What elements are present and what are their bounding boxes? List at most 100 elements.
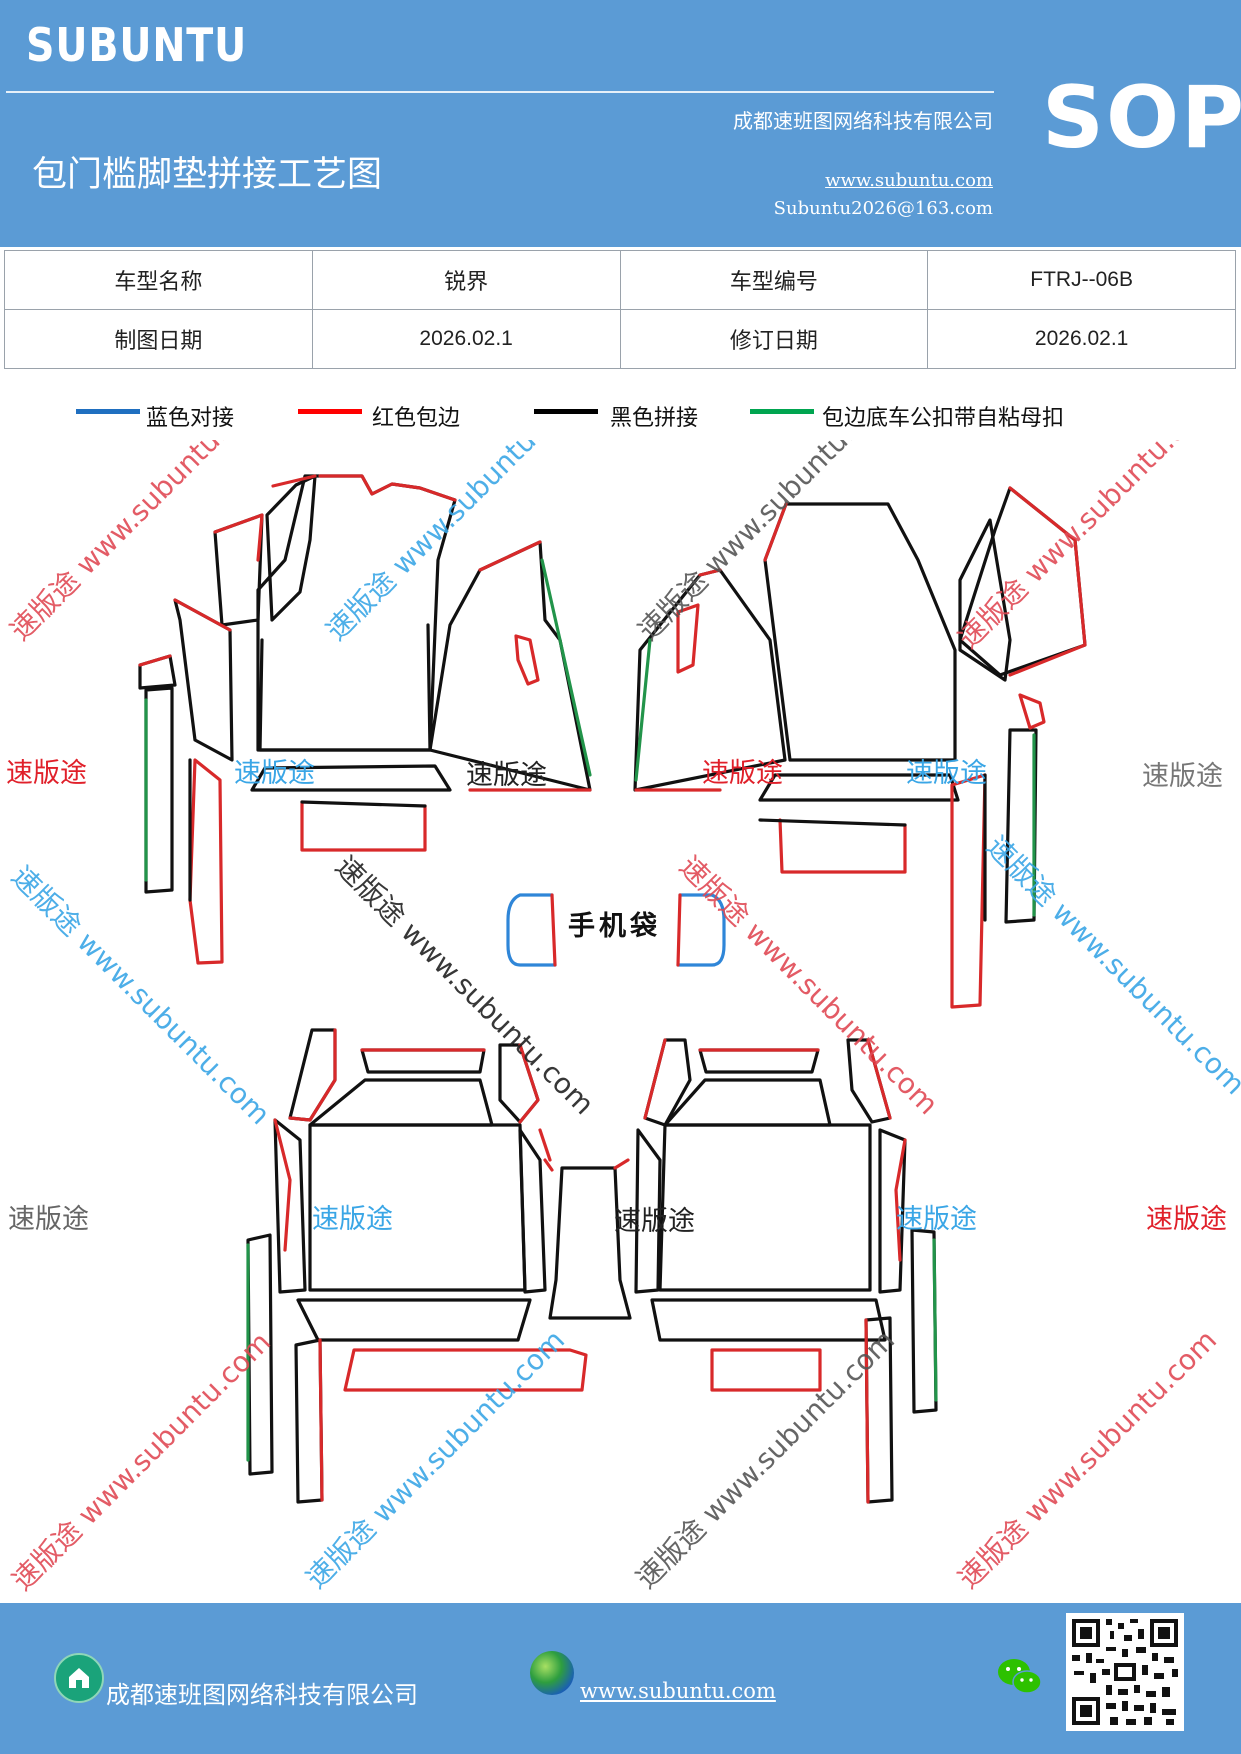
legend-swatch-blue [76,409,140,414]
front-right-left-red [698,568,722,577]
rear-right-top-bar [698,1048,820,1074]
watermark-brand: 速版途 [702,758,783,789]
front-right-heel-pad [778,818,907,874]
watermark-diagonal: 速版途 www.subuntu.com [952,440,1224,655]
front-left-sill-1-red [138,654,172,667]
rear-left-sill-tail-red [318,1338,324,1502]
brand-logo: SUBUNTU [26,18,248,72]
rear-left-right-strip-red [538,1128,552,1162]
page-title: 包门槛脚垫拼接工艺图 [32,155,383,195]
rear-left-mat-group [246,1028,588,1504]
phone-pocket-left-outline [506,893,557,967]
rear-right-right-wing-red [866,1038,892,1120]
website-link[interactable]: www.subuntu.com [825,170,993,191]
front-left-sill-tail [188,758,224,965]
front-right-sill-long [1004,728,1038,924]
front-left-heel-pad-top [300,800,427,808]
watermark-brand: 速版途 [234,758,315,789]
label-model-code: 车型编号 [619,250,929,310]
watermark-diagonal: 速版途 www.subuntu.com [300,1323,572,1595]
watermark-diagonal: 速版途 www.subuntu.com [632,440,904,647]
rear-right-outer-strip-red [894,1138,907,1262]
rear-right-right-wing [846,1038,892,1124]
watermark-brand: 速版途 [312,1204,393,1235]
label-revision-date: 修订日期 [619,309,929,369]
watermark-brand: 速版途 [896,1204,977,1235]
sop-badge: SOP [1042,68,1241,168]
front-left-heel-bar [250,764,452,792]
watermark-labels: 速版途 速版途 速版途 速版途 速版途 速版途 速版途 速版途 速版途 速版途 … [6,758,1227,1237]
rear-left-right-wing-red [518,1043,540,1124]
center-tunnel-panel [548,1166,632,1320]
watermark-brand: 速版途 [1146,1204,1227,1235]
watermark-brand: 速版途 [614,1206,695,1237]
rear-right-left-strip [634,1128,662,1294]
front-left-wedge-group [428,540,592,792]
center-tunnel-right-red [613,1158,630,1170]
front-left-side-strip-2 [213,513,264,627]
phone-pocket-right-outline [676,893,726,967]
wechat-icon [996,1655,1044,1699]
legend-label-black: 黑色拼接 [610,406,699,431]
front-left-side-strip-1 [265,474,317,622]
rear-left-heel-pad [343,1348,588,1392]
front-right-top-red [763,502,788,562]
rear-left-inner [308,1078,494,1127]
header-banner: SUBUNTU 包门槛脚垫拼接工艺图 成都速班图网络科技有限公司 www.sub… [0,0,1241,247]
value-model-code: FTRJ--06B [927,250,1236,310]
rear-right-outer-strip [878,1128,907,1294]
front-left-side-strip-1-red [271,474,317,488]
footer-banner: 成都速班图网络科技有限公司 www.subuntu.com [0,1603,1241,1754]
front-right-heel-bar [758,773,960,802]
front-left-inner-square [258,623,432,752]
front-left-mat-group [138,474,457,965]
footer-website-link[interactable]: www.subuntu.com [580,1679,776,1703]
label-draw-date: 制图日期 [4,309,313,369]
watermark-diagonal: 速版途 www.subuntu.com [5,860,277,1132]
legend-label-green: 包边底车公扣带自粘母扣 [822,406,1065,431]
value-draw-date: 2026.02.1 [311,309,621,369]
qr-code-image [1066,1613,1184,1731]
label-model-name: 车型名称 [4,250,313,310]
front-right-mat-group [633,486,1087,1009]
legend-label-blue: 蓝色对接 [146,406,235,431]
watermark-brand: 速版途 [466,760,547,791]
front-left-sill-long [144,686,174,894]
front-right-side-strip [958,518,1012,682]
rear-left-heel-bar [296,1298,532,1342]
watermark-brand: 速版途 [906,758,987,789]
front-right-main-panel [763,502,957,762]
front-left-side-strip-2-red [213,513,264,562]
rear-right-sill-tail-red [864,1318,870,1504]
front-right-left-green [634,638,652,782]
front-right-heel-pad-top [758,818,907,827]
company-name: 成都速班图网络科技有限公司 [733,109,993,133]
rear-left-outer-strip-red [273,1118,292,1252]
rear-left-left-wing [288,1028,337,1122]
watermark-diagonal: 速版途 www.subuntu.com [6,1325,278,1597]
floor-mat-diagram: 手机袋 速版途 速版途 速版途 速版途 速版途 速版途 速版途 速版途 速版途 … [4,440,1241,1597]
rear-left-right-strip [518,1128,547,1294]
wedge-panel [428,540,592,792]
value-revision-date: 2026.02.1 [927,309,1236,369]
rear-right-heel-pad [710,1348,822,1392]
rear-right-left-wing-red [643,1038,667,1120]
rear-left-outer-strip [273,1118,307,1294]
watermark-brand: 速版途 [6,758,87,789]
building-icon [54,1653,104,1703]
watermark-diagonal: 速版途 www.subuntu.com [952,1323,1224,1595]
center-tunnel-group [543,1158,632,1320]
rear-right-mat-group [634,1038,938,1504]
table-row: 车型名称 锐界 车型编号 FTRJ--06B [4,250,1236,310]
front-left-heel-pad [300,800,427,852]
watermark-diagonal: 速版途 www.subuntu.com [630,1323,902,1595]
rear-left-sill-tail [294,1338,324,1504]
front-right-corner-red [1008,486,1087,677]
wedge-small-cutout [514,634,540,686]
legend-swatch-red [298,409,362,414]
watermark-diagonal: 速版途 www.subuntu.com [980,830,1241,1102]
front-left-sill-mid-red [173,598,232,632]
rear-left-top-bar [360,1048,486,1074]
rear-left-left-wing-red [288,1028,337,1122]
vehicle-info-table: 车型名称 锐界 车型编号 FTRJ--06B 制图日期 2026.02.1 修订… [4,250,1236,369]
